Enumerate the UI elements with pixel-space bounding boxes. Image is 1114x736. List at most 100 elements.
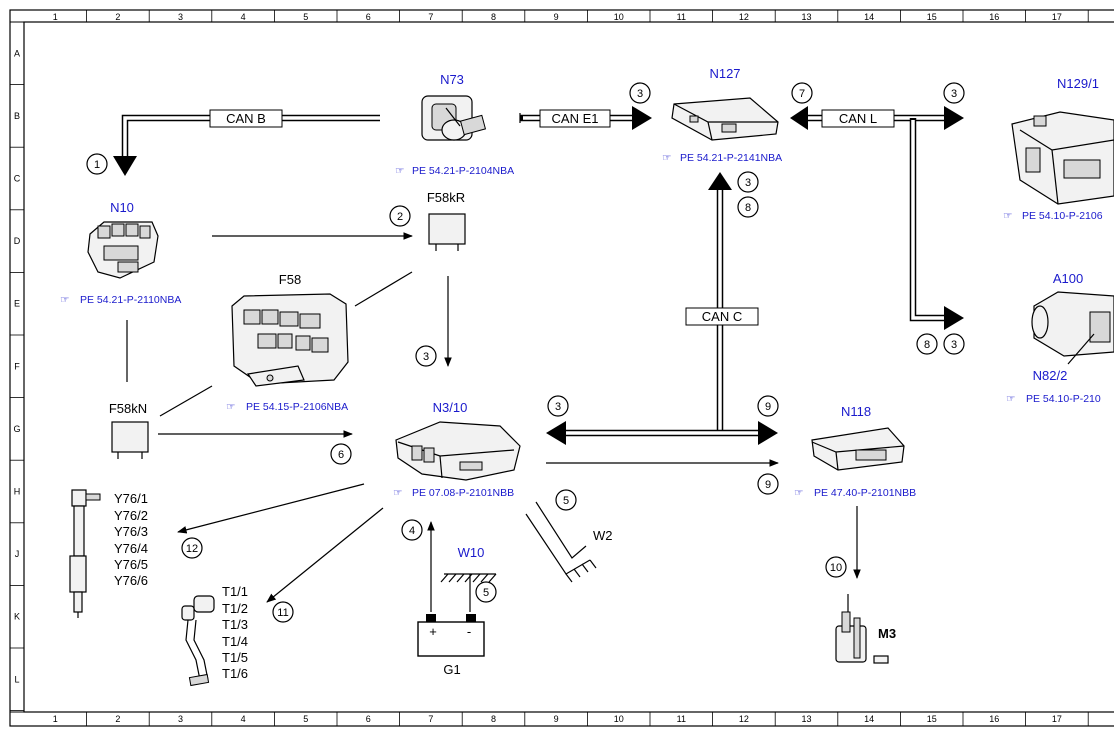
svg-text:1: 1 [94,159,100,171]
glow-plug-label-3: T1/3 [222,617,248,632]
callout-5: 5 [475,581,497,603]
callout-9: 9 [757,395,779,417]
injector-label-5: Y76/5 [114,557,148,572]
n73-label: N73 [440,72,464,87]
callout-3: 3 [547,395,569,417]
svg-text:3: 3 [423,351,429,363]
n118-ref: PE 47.40-P-2101NBB [814,487,916,499]
grid-col-bottom-15: 15 [927,714,937,724]
n73-ref: PE 54.21-P-2104NBA [412,165,514,177]
n129-ref-icon: ☞ [1003,210,1012,222]
can-e1-label: CAN E1 [552,111,599,126]
n10-label: N10 [110,200,134,215]
ground-w10: W10 [440,545,497,583]
callout-4: 4 [401,519,423,541]
grid-col-bottom-11: 11 [677,714,686,724]
grid-col-top-9: 9 [554,12,559,22]
grid-row-L: L [14,674,19,684]
module-n127: N127 ☞ PE 54.21-P-2141NBA [662,66,782,164]
svg-text:8: 8 [924,339,930,351]
n82-2-ref-icon: ☞ [1006,393,1015,405]
svg-text:8: 8 [745,202,751,214]
g1-label: G1 [443,662,460,677]
svg-text:5: 5 [563,495,569,507]
w2-label: W2 [593,528,613,543]
grid-row-E: E [14,299,20,309]
grid-col-bottom-13: 13 [801,714,811,724]
grid-col-bottom-1: 1 [53,714,58,724]
n3-10-label: N3/10 [433,400,468,415]
injector-y76: Y76/1 Y76/2 Y76/3 Y76/4 Y76/5 Y76/6 [69,489,148,618]
callout-12: 12 [181,537,203,559]
svg-text:7: 7 [799,88,805,100]
can-b-bus: CAN B [113,109,380,176]
svg-text:11: 11 [277,607,288,619]
svg-text:9: 9 [765,401,771,413]
injector-label-3: Y76/3 [114,524,148,539]
grid-row-B: B [14,111,20,121]
grid-col-top-12: 12 [739,12,749,22]
glow-plug-t1: T1/1 T1/2 T1/3 T1/4 T1/5 T1/6 [181,584,248,687]
callout-8: 8 [737,196,759,218]
grid-col-top-6: 6 [366,12,371,22]
grid-row-H: H [14,487,21,497]
svg-text:9: 9 [765,479,771,491]
n129-ref: PE 54.10-P-2106 [1022,210,1103,222]
f58-ref: PE 54.15-P-2106NBA [246,401,348,413]
svg-text:3: 3 [951,339,957,351]
injector-label-1: Y76/1 [114,491,148,506]
grid-col-bottom-8: 8 [491,714,496,724]
glow-plug-label-6: T1/6 [222,666,248,681]
grid-col-bottom-17: 17 [1052,714,1062,724]
drawing-frame [9,9,1114,727]
module-n118: N118 ☞ PE 47.40-P-2101NBB [794,404,916,499]
svg-text:3: 3 [637,88,643,100]
f58-ref-icon: ☞ [226,401,235,413]
relay-f58kn: F58kN [109,401,149,459]
n3-10-ref: PE 07.08-P-2101NBB [412,487,514,499]
glow-plug-label-5: T1/5 [222,650,248,665]
callout-8: 8 [916,333,938,355]
callout-3: 3 [943,82,965,104]
grid-col-top-13: 13 [801,12,811,22]
svg-text:3: 3 [745,177,751,189]
callout-3: 3 [943,333,965,355]
n127-ref: PE 54.21-P-2141NBA [680,152,782,164]
grid-col-bottom-12: 12 [739,714,749,724]
n127-label: N127 [709,66,740,81]
engine-control-unit-n3-10: N3/10 ☞ PE 07.08-P-2101NBB [393,400,521,499]
grid-row-G: G [13,424,20,434]
grid-col-top-10: 10 [614,12,624,22]
grid-row-C: C [14,174,21,184]
can-b-label: CAN B [226,111,266,126]
svg-text:4: 4 [409,525,415,537]
grid-row-F: F [14,361,20,371]
callout-1: 1 [86,153,108,175]
relay-f58kr: F58kR [427,190,466,251]
callout-2: 2 [389,205,411,227]
battery-minus: - [467,624,471,639]
grid-col-bottom-10: 10 [614,714,624,724]
svg-text:5: 5 [483,587,489,599]
callout-11: 11 [272,601,294,623]
n127-ref-icon: ☞ [662,152,671,164]
n82-2-label: N82/2 [1033,368,1068,383]
grid-col-top-4: 4 [241,12,246,22]
grid-col-top-5: 5 [303,12,308,22]
ground-w2: W2 [525,501,613,583]
n82-2-ref: PE 54.10-P-210 [1026,393,1101,405]
grid-col-bottom-6: 6 [366,714,371,724]
n10-ref: PE 54.21-P-2110NBA [80,294,181,306]
grid-col-bottom-5: 5 [303,714,308,724]
svg-text:2: 2 [397,211,403,223]
n129-label: N129/1 [1057,76,1099,91]
n118-label: N118 [841,404,871,419]
fuse-relay-module-n10: N10 ☞ PE 54.21-P-2110NBA [60,200,181,306]
callout-7: 7 [791,82,813,104]
callout-10: 10 [825,556,847,578]
n73-ref-icon: ☞ [395,165,404,177]
f58-label: F58 [279,272,301,287]
grid-row-D: D [14,236,21,246]
